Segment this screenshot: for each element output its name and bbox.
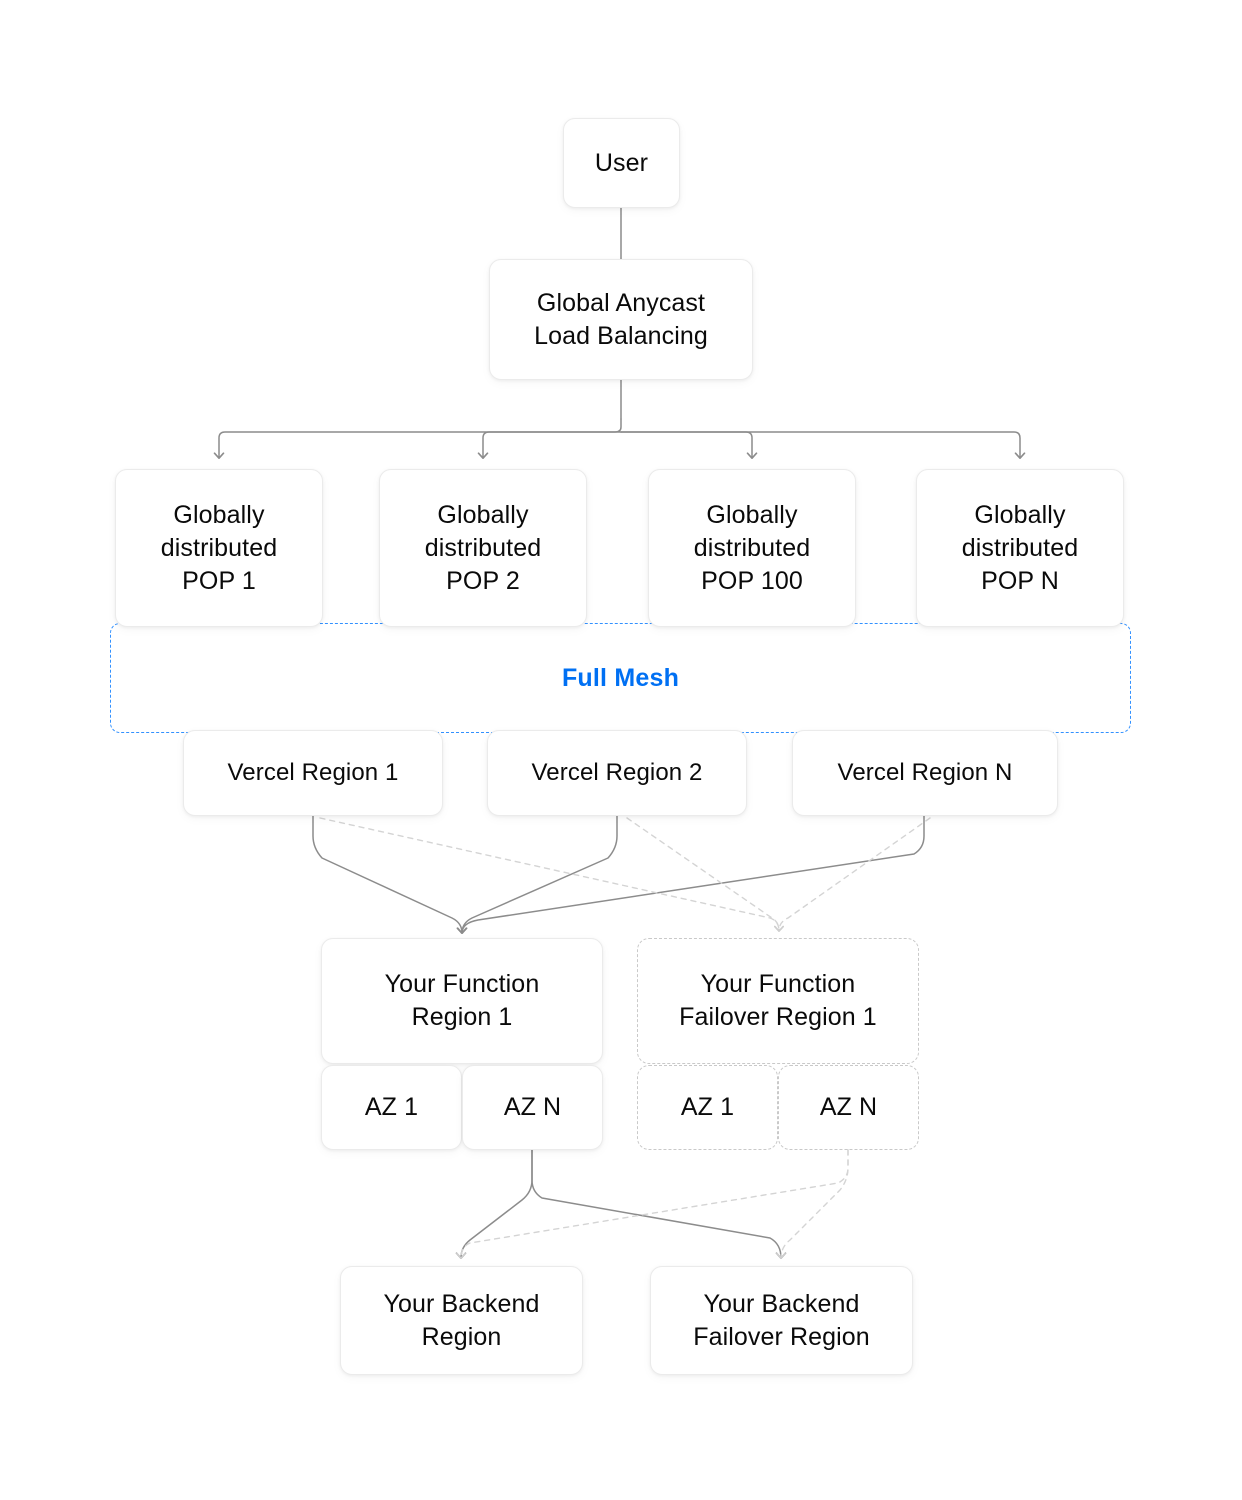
node-vercel-region-2[interactable]: Vercel Region 2	[487, 730, 747, 816]
node-function-failover-region-1-az-n-label: AZ N	[819, 1093, 878, 1121]
edge-bus-to-pop100	[620, 431, 758, 459]
full-mesh-label: Full Mesh	[561, 663, 680, 692]
node-vercel-region-1[interactable]: Vercel Region 1	[183, 730, 443, 816]
node-your-function-region-1-label: Your Function Region 1	[384, 970, 540, 1031]
node-vercel-region-2-label: Vercel Region 2	[531, 759, 703, 787]
node-global-anycast-load-balancing-label: Global Anycast Load Balancing	[534, 288, 708, 350]
node-user[interactable]: User	[563, 118, 680, 208]
node-function-failover-region-1-az-1-label: AZ 1	[680, 1093, 735, 1121]
node-function-failover-region-1-az-1[interactable]: AZ 1	[637, 1065, 778, 1150]
edge-failover-azn-to-backend-failover-region	[776, 1149, 849, 1259]
node-pop-2-label: Globally distributed POP 2	[424, 500, 542, 595]
edge-azn-to-backend-region	[455, 1149, 533, 1259]
edge-bus-to-pop2	[477, 431, 622, 459]
edge-failover-azn-to-backend-region	[456, 1149, 849, 1259]
node-pop-1-label: Globally distributed POP 1	[160, 500, 278, 595]
node-your-function-failover-region-1[interactable]: Your Function Failover Region 1	[637, 938, 919, 1064]
node-pop-n-label: Globally distributed POP N	[961, 500, 1079, 595]
node-function-region-1-az-1[interactable]: AZ 1	[321, 1065, 462, 1150]
edge-vrn-to-function-region-1	[456, 815, 925, 934]
edge-vr1-to-function-failover-region-1	[319, 817, 784, 932]
node-your-backend-region-label: Your Backend Region	[383, 1289, 540, 1351]
node-pop-1[interactable]: Globally distributed POP 1	[115, 469, 323, 627]
node-pop-n[interactable]: Globally distributed POP N	[916, 469, 1124, 627]
edge-vr1-to-function-region-1	[312, 815, 468, 934]
node-function-region-1-az-1-label: AZ 1	[364, 1093, 419, 1121]
edge-bus-to-popn	[620, 431, 1026, 459]
edge-vr2-to-function-region-1	[456, 815, 618, 934]
node-pop-100-label: Globally distributed POP 100	[693, 500, 811, 595]
edge-bus-to-pop1	[213, 418, 622, 459]
edge-vr2-to-function-failover-region-1	[626, 817, 784, 932]
node-your-backend-failover-region[interactable]: Your Backend Failover Region	[650, 1266, 913, 1375]
node-your-backend-region[interactable]: Your Backend Region	[340, 1266, 583, 1375]
node-user-label: User	[594, 148, 649, 177]
edge-vrn-to-function-failover-region-1	[774, 817, 931, 932]
node-your-function-failover-region-1-label: Your Function Failover Region 1	[679, 970, 877, 1031]
node-vercel-region-n-label: Vercel Region N	[837, 759, 1013, 787]
node-function-region-1-az-n-label: AZ N	[503, 1093, 562, 1121]
edge-azn-to-backend-failover-region	[531, 1149, 787, 1259]
node-your-backend-failover-region-label: Your Backend Failover Region	[693, 1289, 870, 1351]
node-function-failover-region-1-az-n[interactable]: AZ N	[778, 1065, 919, 1150]
node-function-region-1-az-n[interactable]: AZ N	[462, 1065, 603, 1150]
node-pop-100[interactable]: Globally distributed POP 100	[648, 469, 856, 627]
node-your-function-region-1[interactable]: Your Function Region 1	[321, 938, 603, 1064]
node-vercel-region-n[interactable]: Vercel Region N	[792, 730, 1058, 816]
node-global-anycast-load-balancing[interactable]: Global Anycast Load Balancing	[489, 259, 753, 380]
node-vercel-region-1-label: Vercel Region 1	[227, 759, 399, 787]
node-pop-2[interactable]: Globally distributed POP 2	[379, 469, 587, 627]
